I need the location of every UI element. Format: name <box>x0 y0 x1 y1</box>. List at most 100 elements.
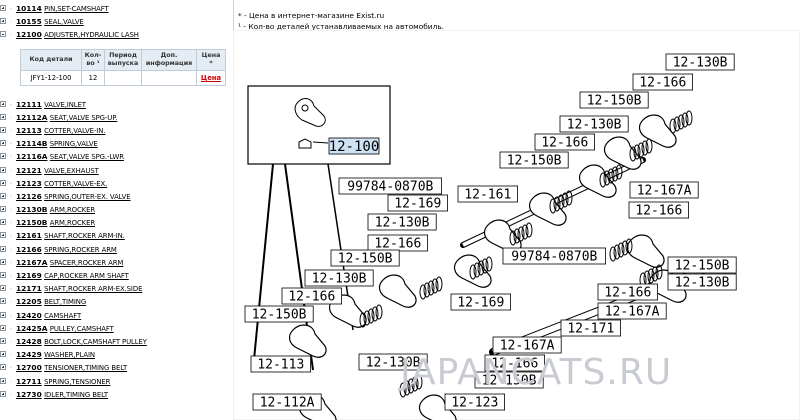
tree-item[interactable]: ·12205 BELT,TIMING <box>0 295 233 308</box>
spring-coil <box>613 244 621 260</box>
expand-icon[interactable] <box>0 337 6 344</box>
inset-label[interactable]: 12-100 <box>329 139 380 155</box>
callout-label[interactable]: 12-130B <box>673 56 728 71</box>
expand-icon[interactable] <box>0 126 6 133</box>
tree-item[interactable]: ·12111 VALVE,INLET <box>0 98 233 111</box>
expand-icon[interactable] <box>0 351 6 358</box>
expand-icon[interactable] <box>0 364 6 371</box>
callout-label[interactable]: 12-161 <box>464 188 511 203</box>
callout-label[interactable]: 99784-0870B <box>347 180 433 195</box>
expand-icon[interactable] <box>0 140 6 147</box>
info-cell <box>141 70 197 86</box>
expand-icon[interactable] <box>0 298 6 305</box>
callout-label[interactable]: 12-150B <box>507 154 562 169</box>
tree-item-expanded[interactable]: ·12100 ADJUSTER,HYDRAULIC LASH <box>0 28 233 41</box>
tree-item[interactable]: ·12113 COTTER,VALVE-IN. <box>0 124 233 137</box>
expand-icon[interactable] <box>0 100 6 107</box>
callout-label[interactable]: 99784-0870B <box>511 250 597 265</box>
expand-icon[interactable] <box>0 153 6 160</box>
price-link[interactable]: Цена <box>196 70 226 86</box>
expand-icon[interactable] <box>0 18 6 25</box>
callout-box <box>597 302 667 320</box>
col-price-header: Цена* <box>196 49 226 71</box>
callout-label[interactable]: 12-169 <box>394 197 441 212</box>
expand-icon[interactable] <box>0 285 6 292</box>
callout-label[interactable]: 12-167A <box>605 305 660 320</box>
tree-item[interactable]: ·12121 VALVE,EXHAUST <box>0 164 233 177</box>
callout-label[interactable]: 12-167A <box>637 184 692 199</box>
expand-icon[interactable] <box>0 166 6 173</box>
tree-item[interactable]: ·12150B ARM,ROCKER <box>0 216 233 229</box>
expand-icon[interactable] <box>0 390 6 397</box>
expand-icon[interactable] <box>0 5 6 11</box>
callout-label[interactable]: 12-169 <box>457 296 504 311</box>
callout-label[interactable]: 12-150B <box>675 259 730 274</box>
callout-label[interactable]: 12-112A <box>260 396 315 411</box>
expand-icon[interactable] <box>0 232 6 239</box>
tree-item[interactable]: ·12167A SPACER,ROCKER ARM <box>0 256 233 269</box>
expand-icon[interactable] <box>0 206 6 213</box>
expand-icon[interactable] <box>0 311 6 318</box>
spring-coil <box>645 138 653 154</box>
callout-label[interactable]: 12-130B <box>312 272 367 287</box>
tree-item[interactable]: ·12169 CAP,ROCKER ARM SHAFT <box>0 269 233 282</box>
expand-icon[interactable] <box>0 219 6 226</box>
callout-label[interactable]: 12-166 <box>639 76 686 91</box>
collapse-icon[interactable] <box>0 31 6 38</box>
callout-label[interactable]: 12-166 <box>635 204 682 219</box>
tree-item[interactable]: ·12428 BOLT,LOCK,CAMSHAFT PULLEY <box>0 335 233 348</box>
spring-coil <box>621 240 629 256</box>
expand-icon[interactable] <box>0 272 6 278</box>
expand-icon[interactable] <box>0 245 6 252</box>
tree-item[interactable]: ·12126 SPRING,OUTER-EX. VALVE <box>0 190 233 203</box>
tree-item[interactable]: ·12730 IDLER,TIMING BELT <box>0 388 233 401</box>
tree-item[interactable]: ·12161 SHAFT,ROCKER ARM-IN. <box>0 229 233 242</box>
tree-item[interactable]: ·12112A SEAT,VALVE SPG-UP. <box>0 111 233 124</box>
callout-label[interactable]: 12-166 <box>491 357 538 372</box>
tree-item[interactable]: ·12420 CAMSHAFT <box>0 309 233 322</box>
expand-icon[interactable] <box>0 377 6 384</box>
callout-label[interactable]: 12-130B <box>375 216 430 231</box>
tree-item[interactable]: ·12114B SPRING,VALVE <box>0 137 233 150</box>
bullet-icon: · <box>10 299 12 307</box>
tree-item[interactable]: ·12425A PULLEY,CAMSHAFT <box>0 322 233 335</box>
callout-label[interactable]: 12-113 <box>257 358 304 373</box>
tree-item[interactable]: ·12130B ARM,ROCKER <box>0 203 233 216</box>
expand-icon[interactable] <box>0 258 6 265</box>
spring-coil <box>423 282 431 298</box>
callout-label[interactable]: 12-130B <box>567 118 622 133</box>
callout-label[interactable]: 12-130B <box>675 276 730 291</box>
callout-label[interactable]: 12-171 <box>567 322 614 337</box>
expand-icon[interactable] <box>0 113 6 120</box>
tree-item[interactable]: ·12116A SEAT,VALVE SPG.-LWR <box>0 150 233 163</box>
tree-item[interactable]: ·10114 PIN,SET-CAMSHAFT <box>0 2 233 15</box>
callout-label[interactable]: 12-166 <box>288 290 335 305</box>
tree-item[interactable]: ·12166 SPRING,ROCKER ARM <box>0 243 233 256</box>
price-notes: * - Цена в интернет-магазине Exist.ru ¹ … <box>238 10 444 32</box>
callout-label[interactable]: 12-123 <box>451 396 498 411</box>
expand-icon[interactable] <box>0 179 6 186</box>
callout-label[interactable]: 12-150B <box>482 374 537 389</box>
tree-item[interactable]: ·10155 SEAL,VALVE <box>0 15 233 28</box>
callout-label[interactable]: 12-166 <box>604 286 651 301</box>
callout-label[interactable]: 12-130B <box>366 356 421 371</box>
period-cell <box>104 70 142 86</box>
tree-item[interactable]: ·12711 SPRING,TENSIONER <box>0 375 233 388</box>
expand-icon[interactable] <box>0 192 6 199</box>
parts-tree-panel: ·10114 PIN,SET-CAMSHAFT ·10155 SEAL,VALV… <box>0 0 234 420</box>
callout-label[interactable]: 12-166 <box>374 237 421 252</box>
callout-label[interactable]: 12-150B <box>338 252 393 267</box>
tree-item[interactable]: ·12700 TENSIONER,TIMING BELT <box>0 361 233 374</box>
spring-coil <box>525 222 533 238</box>
tree-item[interactable]: ·12171 SHAFT,ROCKER ARM-EX.SIDE <box>0 282 233 295</box>
callout-label[interactable]: 12-150B <box>587 94 642 109</box>
tree-item[interactable]: ·12123 COTTER,VALVE-EX. <box>0 177 233 190</box>
expand-icon[interactable] <box>0 324 6 331</box>
callout-label[interactable]: 12-150B <box>252 308 307 323</box>
bullet-icon: · <box>10 273 12 280</box>
tree-item[interactable]: ·12429 WASHER,PLAIN <box>0 348 233 361</box>
callout-box <box>358 353 428 371</box>
callout-label[interactable]: 12-167A <box>500 339 555 354</box>
callout-label[interactable]: 12-166 <box>541 136 588 151</box>
spring-coil <box>521 224 529 240</box>
